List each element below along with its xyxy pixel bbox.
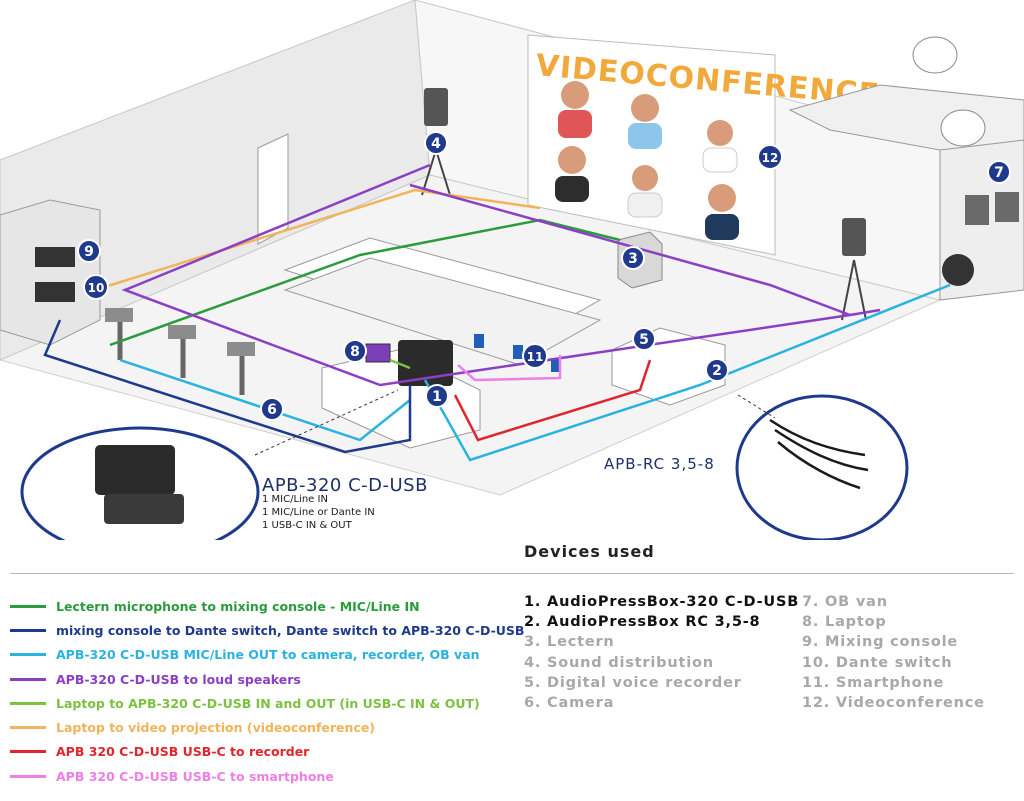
svg-text:1: 1 — [432, 389, 442, 405]
legend-label: mixing console to Dante switch, Dante sw… — [56, 622, 525, 638]
device-item: 4. Sound distribution — [524, 654, 714, 671]
svg-text:12: 12 — [762, 151, 779, 165]
legend-label: APB-320 C-D-USB MIC/Line OUT to camera, … — [56, 647, 480, 663]
legend-swatch — [10, 701, 46, 705]
legend-swatch — [10, 774, 46, 778]
device-item: 9. Mixing console — [802, 634, 958, 651]
svg-text:8: 8 — [350, 344, 360, 360]
svg-text:10: 10 — [88, 281, 105, 295]
badge-7: 7 — [987, 160, 1011, 184]
legend-item: mixing console to Dante switch, Dante sw… — [10, 618, 524, 642]
speaker-right — [841, 218, 867, 321]
legend-item: APB-320 C-D-USB to loud speakers — [10, 667, 510, 691]
cable-legend: Lectern microphone to mixing console - M… — [10, 594, 524, 788]
badge-4: 4 — [424, 131, 448, 155]
rc-label: APB-RC 3,5-8 — [604, 455, 715, 473]
device-item: 5. Digital voice recorder — [524, 674, 742, 691]
badge-1: 1 — [425, 384, 449, 408]
apb320-spec-2: 1 MIC/Line or Dante IN — [262, 507, 375, 518]
apb320-spec-3: 1 USB-C IN & OUT — [262, 520, 352, 531]
devices-list-1: 1. AudioPressBox-320 C-D-USB 2. AudioPre… — [524, 594, 799, 715]
badge-3: 3 — [621, 246, 645, 270]
legend-item: Laptop to APB-320 C-D-USB IN and OUT (in… — [10, 691, 510, 715]
svg-text:7: 7 — [994, 165, 1004, 181]
badge-11: 11 — [522, 343, 548, 369]
conference-room-diagram: VIDEOCONFERENCE — [0, 0, 1024, 540]
badge-5: 5 — [632, 327, 656, 351]
badge-9: 9 — [77, 239, 101, 263]
legend-label: Lectern microphone to mixing console - M… — [56, 598, 420, 614]
legend-swatch — [10, 750, 46, 754]
smartphones — [474, 334, 561, 372]
device-item: 10. Dante switch — [802, 654, 953, 671]
device-item: 1. AudioPressBox-320 C-D-USB — [524, 594, 800, 610]
legend-label: Laptop to APB-320 C-D-USB IN and OUT (in… — [56, 695, 480, 711]
ob-van — [788, 36, 1024, 301]
legend-swatch — [10, 604, 46, 608]
device-item: 3. Lectern — [524, 634, 615, 651]
svg-text:3: 3 — [628, 251, 638, 267]
badge-12: 12 — [757, 144, 783, 170]
legend-swatch — [10, 628, 46, 632]
legend-label: APB-320 C-D-USB to loud speakers — [56, 671, 301, 687]
door — [257, 133, 289, 245]
rc-callout — [735, 394, 909, 540]
badge-10: 10 — [83, 274, 109, 300]
legend-item: Lectern microphone to mixing console - M… — [10, 594, 510, 618]
legend-label: Laptop to video projection (videoconfere… — [56, 720, 376, 736]
cameras — [105, 308, 255, 395]
section-divider — [10, 573, 1014, 574]
apb320-spec-1: 1 MIC/Line IN — [262, 494, 328, 505]
legend-label: APB 320 C-D-USB USB-C to smartphone — [56, 768, 334, 784]
laptop-desk — [321, 340, 481, 449]
legend-item: APB-320 C-D-USB MIC/Line OUT to camera, … — [10, 643, 510, 667]
device-item: 11. Smartphone — [802, 674, 945, 691]
participant-avatars — [555, 81, 739, 240]
equipment-rack — [0, 199, 101, 346]
svg-text:6: 6 — [267, 402, 277, 418]
badge-6: 6 — [260, 397, 284, 421]
devices-title: Devices used — [524, 542, 655, 561]
cable-routes — [43, 163, 951, 462]
svg-text:9: 9 — [84, 244, 94, 260]
audience-chairs — [283, 237, 602, 366]
device-item: 12. Videoconference — [802, 694, 985, 711]
apb320-callout — [20, 389, 399, 540]
device-item: 2. AudioPressBox RC 3,5-8 — [524, 614, 761, 631]
legend-item: APB 320 C-D-USB USB-C to recorder — [10, 740, 510, 764]
badge-2: 2 — [705, 358, 729, 382]
svg-text:11: 11 — [527, 350, 544, 364]
legend-item: Laptop to video projection (videoconfere… — [10, 715, 510, 739]
device-item: 6. Camera — [524, 694, 615, 711]
legend-swatch — [10, 726, 46, 730]
speaker-left — [421, 88, 451, 196]
svg-text:2: 2 — [712, 363, 722, 379]
badge-8: 8 — [343, 339, 367, 363]
legend-label: APB 320 C-D-USB USB-C to recorder — [56, 744, 310, 760]
device-item: 8. Laptop — [802, 614, 887, 631]
svg-text:5: 5 — [639, 332, 649, 348]
legend-swatch — [10, 653, 46, 657]
apb320-title: APB-320 C-D-USB — [262, 475, 428, 496]
legend-swatch — [10, 677, 46, 681]
legend-item: APB 320 C-D-USB USB-C to smartphone — [10, 764, 510, 788]
svg-text:4: 4 — [431, 136, 441, 152]
device-item: 7. OB van — [802, 594, 888, 610]
devices-list-2: 7. OB van 8. Laptop 9. Mixing console 10… — [802, 594, 985, 715]
